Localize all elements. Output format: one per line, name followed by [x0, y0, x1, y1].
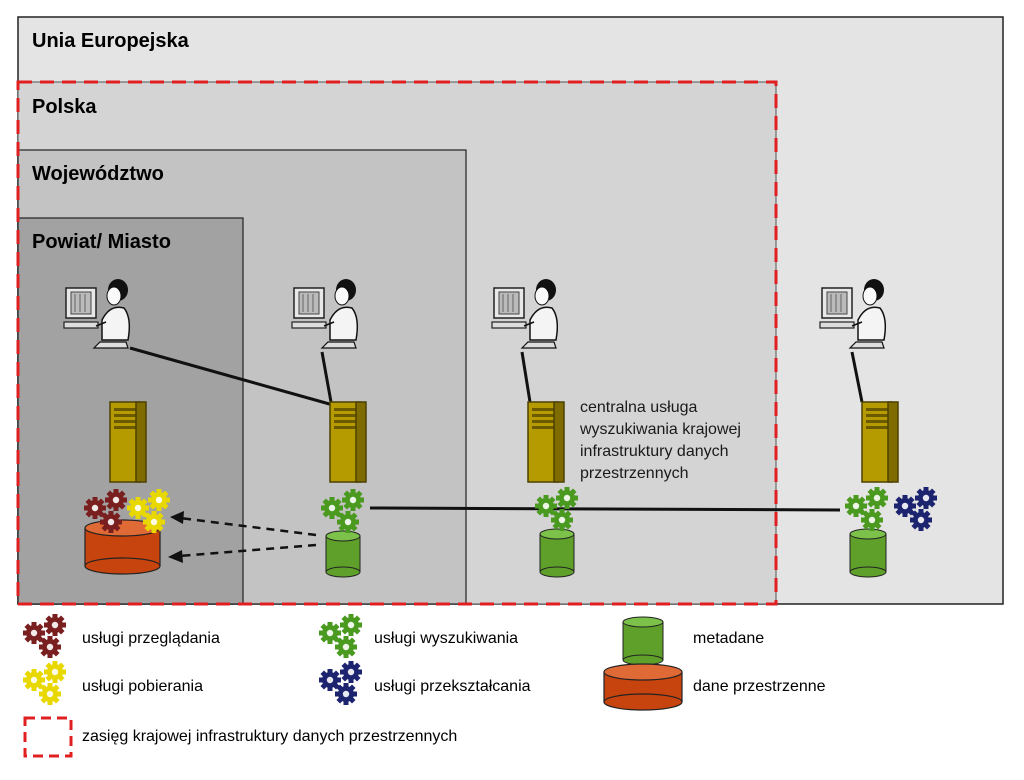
legend-discovery-gears-icon	[319, 614, 362, 658]
legend-scope-border-icon	[23, 716, 73, 758]
scope-border	[16, 80, 778, 606]
voivodeship-label: Województwo	[32, 163, 164, 185]
dashed-arrowhead-1	[170, 511, 184, 524]
legend-spatial-data-cylinder-icon	[603, 663, 683, 711]
poland-label: Polska	[32, 96, 97, 118]
legend-transformation-gears-icon	[319, 661, 362, 705]
legend-discovery-services: usługi wyszukiwania	[374, 630, 518, 647]
eu-label: Unia Europejska	[32, 30, 190, 52]
metadata-cylinder	[325, 530, 361, 578]
legend-transformation-services: usługi przekształcania	[374, 678, 531, 695]
county-label: Powiat/ Miasto	[32, 231, 171, 253]
legend: usługi przeglądania usługi pobierania us…	[23, 614, 826, 758]
link-user4-server4	[850, 351, 864, 403]
central-service-note: centralna usługa wyszukiwania krajowej i…	[579, 399, 745, 482]
link-discovery-chain	[369, 506, 841, 512]
metadata-cylinder	[539, 528, 575, 578]
link-user3-server3	[520, 351, 532, 403]
dashed-link-2	[179, 543, 317, 558]
legend-view-services: usługi przeglądania	[82, 630, 220, 647]
dashed-link-1	[179, 516, 317, 537]
server-icon	[527, 401, 565, 483]
dashed-arrowhead-2	[168, 550, 183, 563]
link-user2-server2	[320, 351, 333, 403]
spatial-data-cylinder	[84, 519, 161, 575]
metadata-cylinder	[849, 528, 887, 578]
legend-scope: zasięg krajowej infrastruktury danych pr…	[82, 728, 457, 745]
legend-download-services: usługi pobierania	[82, 678, 203, 695]
link-user1-server2	[129, 346, 334, 407]
legend-download-gears-icon	[23, 661, 66, 705]
legend-spatial-data: dane przestrzenne	[693, 678, 826, 695]
server-icon	[109, 401, 147, 483]
legend-metadata-cylinder-icon	[622, 616, 664, 666]
server-icon	[861, 401, 899, 483]
legend-view-gears-icon	[23, 614, 66, 658]
server-icon	[329, 401, 367, 483]
legend-metadata: metadane	[693, 630, 764, 647]
